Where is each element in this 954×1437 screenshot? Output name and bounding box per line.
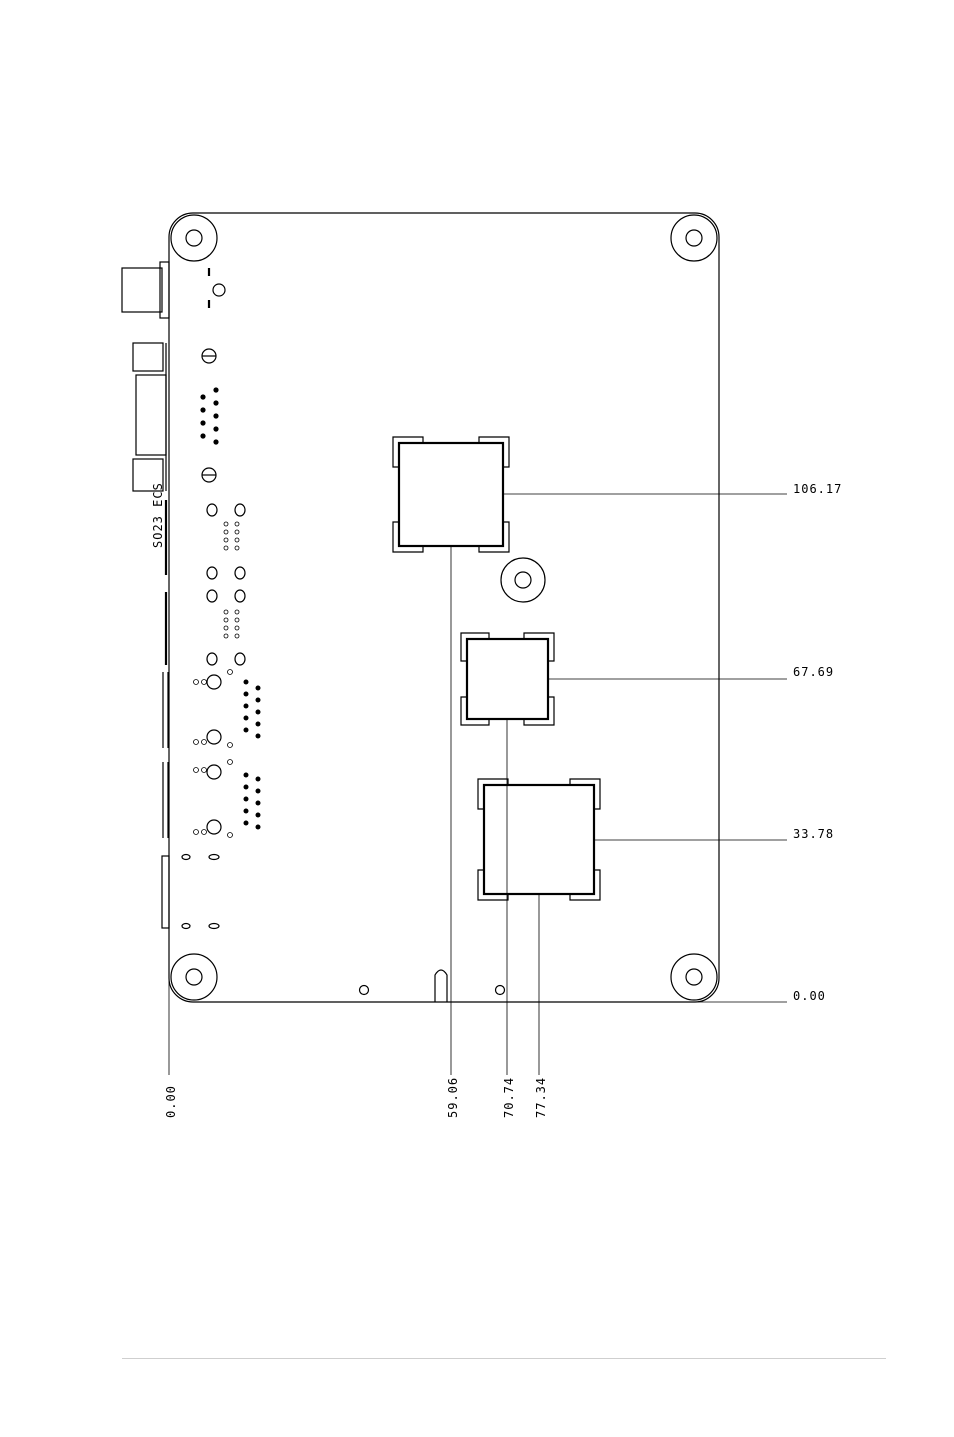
dim-label-h-2: 67.69 — [793, 665, 834, 679]
dim-label-h-1: 106.17 — [793, 482, 842, 496]
hdmi-connector — [162, 855, 219, 929]
mounting-hole-bottom-left — [171, 954, 217, 1000]
dim-label-v-3: 70.74 — [502, 1077, 516, 1118]
dim-label-v-2: 59.06 — [446, 1077, 460, 1118]
dim-label-v-4: 77.34 — [534, 1077, 548, 1118]
chip-33-78 — [478, 779, 600, 900]
dim-label-v-1: 0.00 — [164, 1085, 178, 1118]
board-outline — [169, 213, 719, 1002]
board-label: SO23 ECS — [151, 482, 165, 548]
chip-106-17 — [393, 437, 509, 552]
rj45-connector-upper — [166, 500, 245, 665]
mounting-hole-top-left — [171, 215, 217, 261]
dim-label-h-3: 33.78 — [793, 827, 834, 841]
chip-67-69 — [461, 633, 554, 725]
power-jack — [122, 262, 225, 318]
small-hole — [496, 986, 505, 995]
usb-connector-1 — [163, 670, 261, 749]
mounting-hole-center — [501, 558, 545, 602]
usb-connector-2 — [163, 760, 261, 839]
mounting-hole-top-right — [671, 215, 717, 261]
small-hole — [360, 986, 369, 995]
footer-rule — [122, 1358, 886, 1359]
vga-connector — [133, 343, 219, 491]
mounting-hole-bottom-right — [671, 954, 717, 1000]
dim-label-h-4: 0.00 — [793, 989, 826, 1003]
board-notch — [435, 970, 447, 1002]
